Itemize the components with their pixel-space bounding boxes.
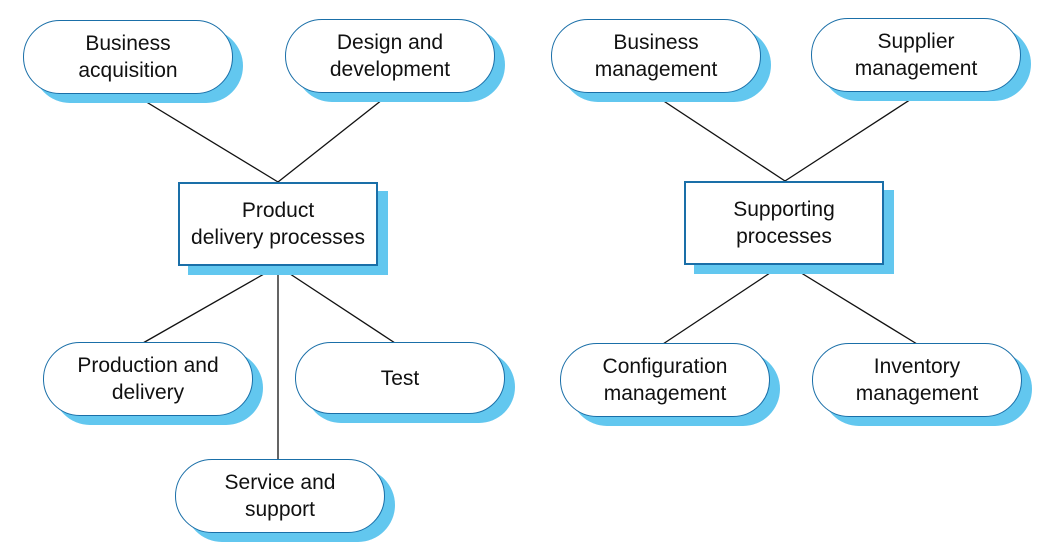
node-production-and-delivery: Production and delivery bbox=[43, 342, 253, 416]
connector-business-management bbox=[649, 91, 786, 182]
node-business-management: Business management bbox=[551, 19, 761, 93]
node-inventory-management: Inventory management bbox=[812, 343, 1022, 417]
node-design-and-development: Design and development bbox=[285, 19, 495, 93]
node-service-and-support: Service and support bbox=[175, 459, 385, 533]
connector-test bbox=[277, 265, 396, 344]
connector-inventory-management bbox=[784, 262, 918, 345]
connector-supplier-management bbox=[784, 91, 923, 182]
connector-design-development bbox=[277, 91, 393, 183]
node-business-acquisition: Business acquisition bbox=[23, 20, 233, 94]
connector-configuration-management bbox=[662, 262, 786, 345]
hub-product-delivery-processes: Product delivery processes bbox=[178, 182, 378, 266]
hub-supporting-processes: Supporting processes bbox=[684, 181, 884, 265]
connector-business-acquisition bbox=[129, 91, 279, 183]
node-supplier-management: Supplier management bbox=[811, 18, 1021, 92]
node-configuration-management: Configuration management bbox=[560, 343, 770, 417]
node-test: Test bbox=[295, 342, 505, 414]
connector-production-delivery bbox=[142, 265, 279, 344]
